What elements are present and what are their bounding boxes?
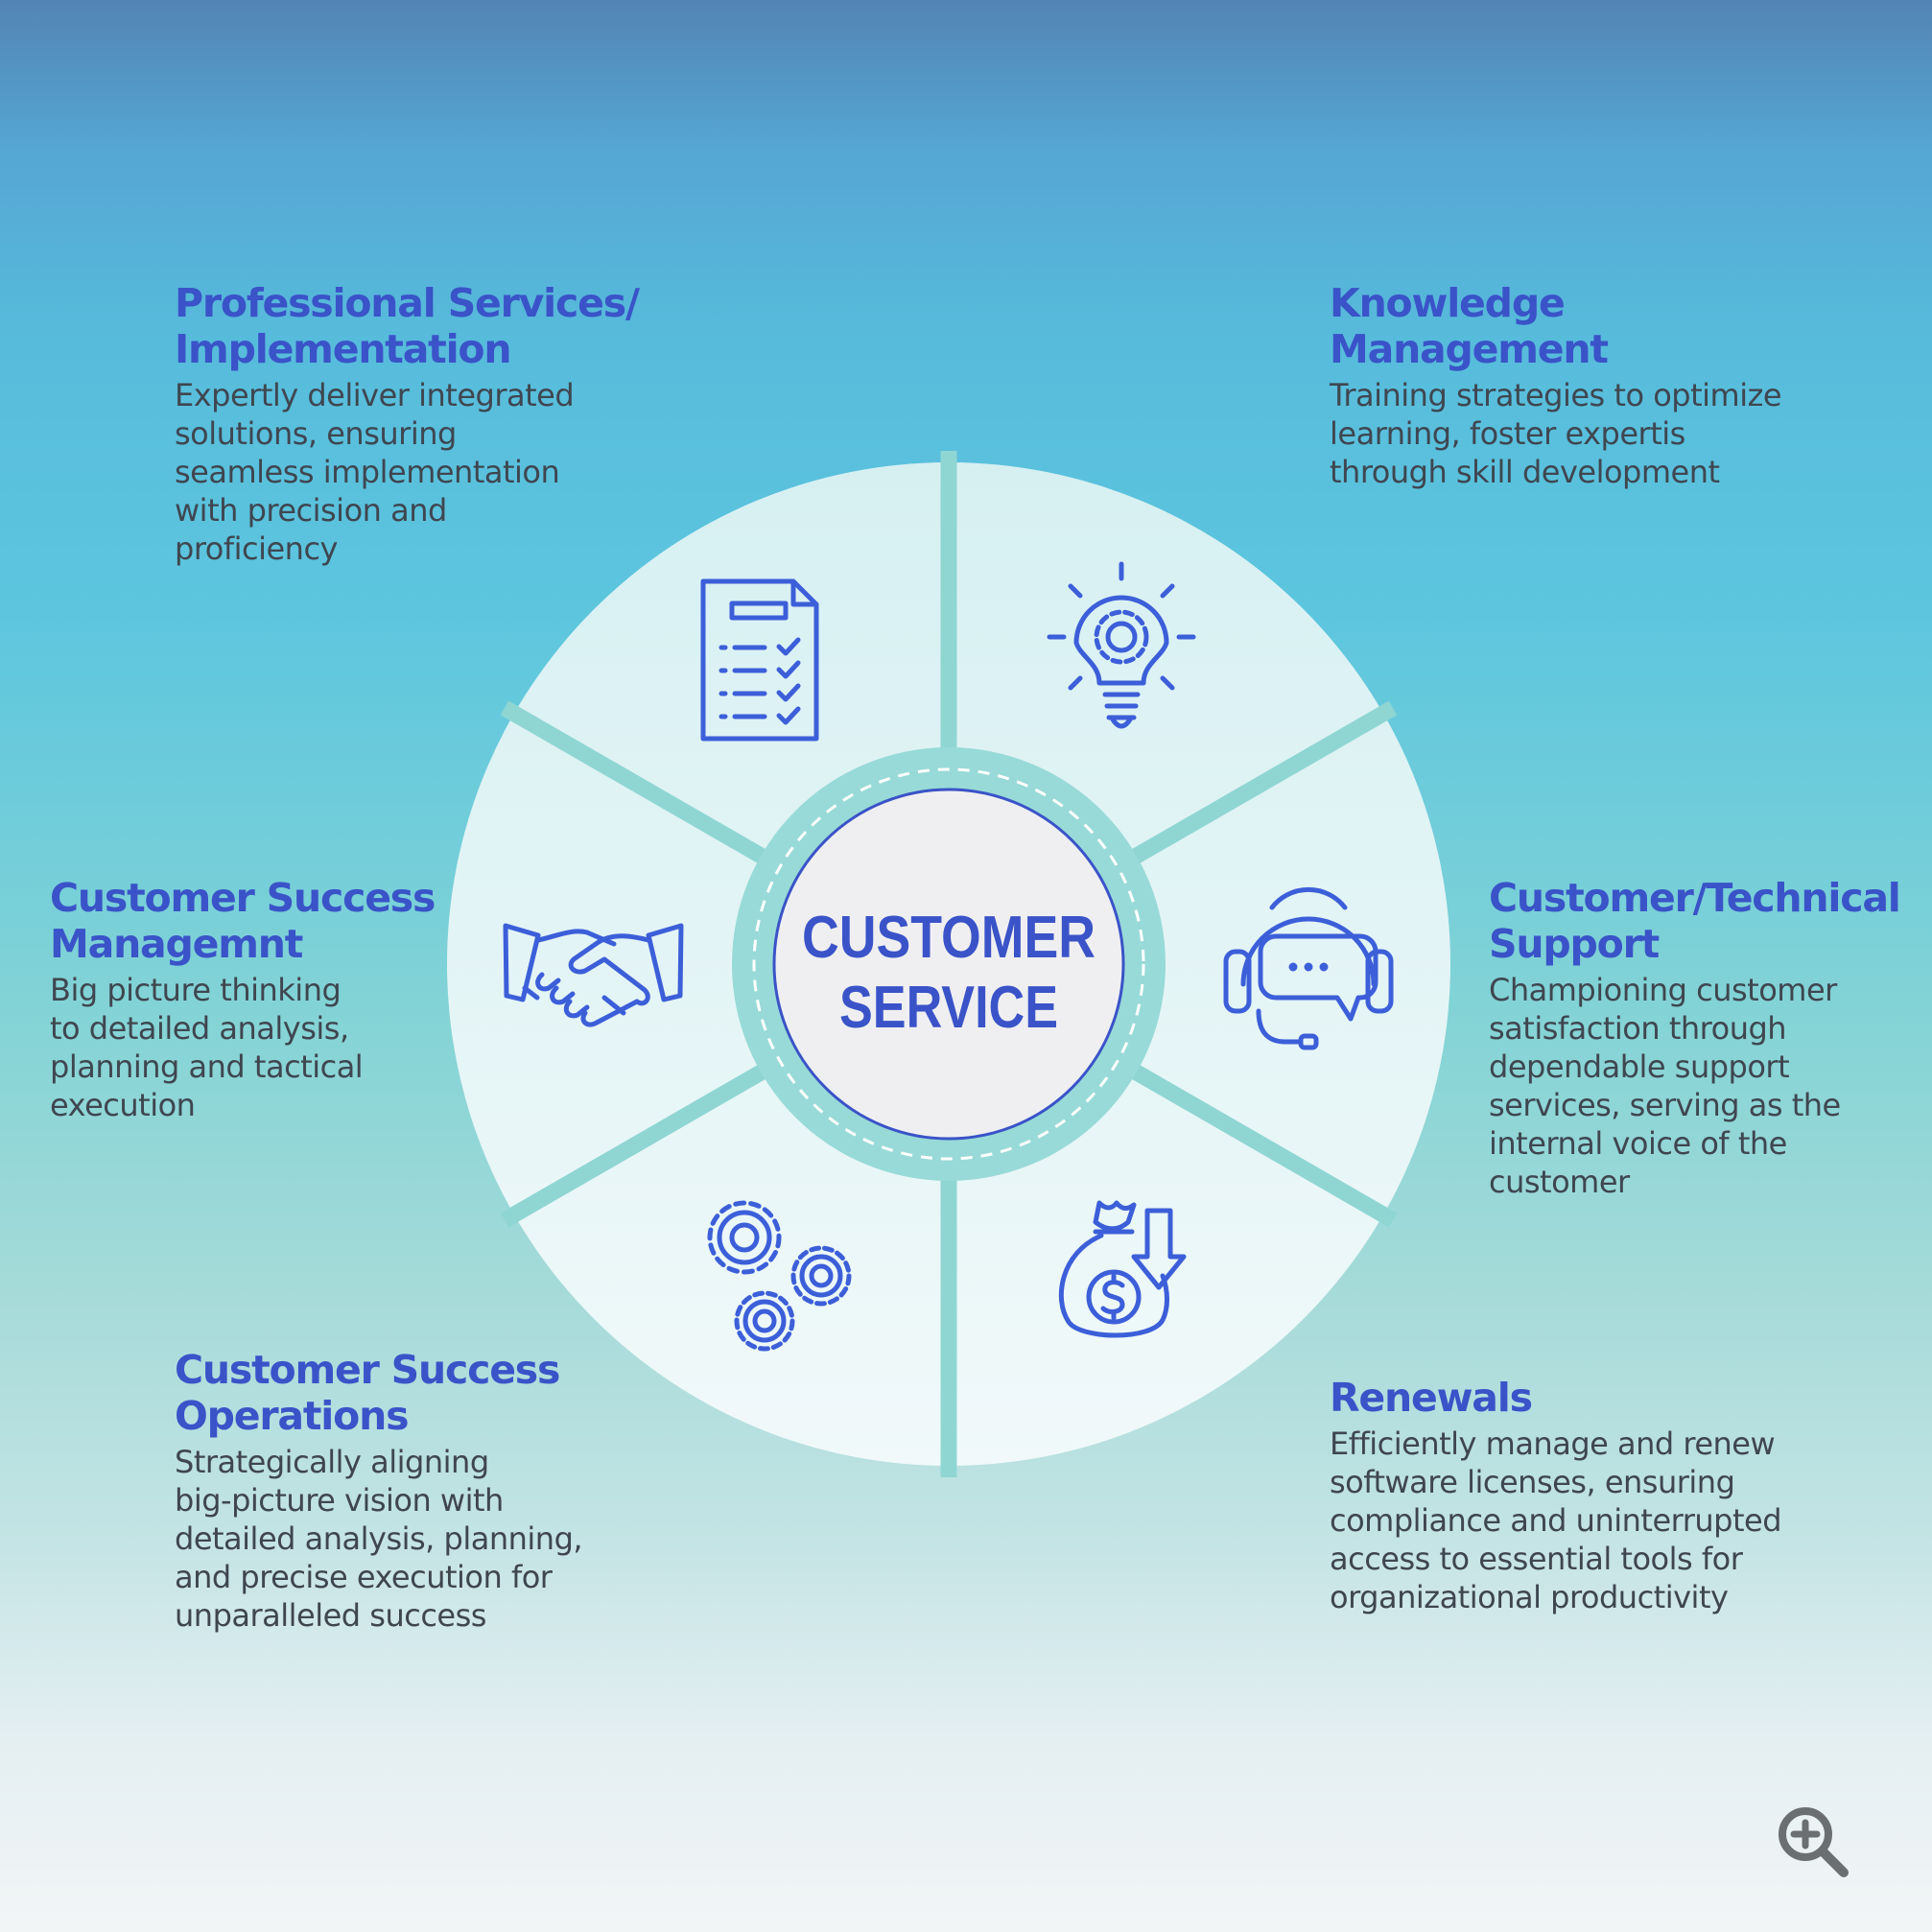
description-line: unparalleled success (175, 1597, 486, 1634)
segment-customer-success-management: Customer Success Managemnt Big picture t… (50, 875, 436, 1124)
title-line: Managemnt (50, 921, 303, 967)
segment-technical-support: Customer/Technical Support Championing c… (1489, 875, 1901, 1201)
segment-knowledge-management: Knowledge Management Training strategies… (1330, 280, 1782, 491)
title-line: Customer Success (50, 875, 436, 921)
title-line: Knowledge (1330, 280, 1566, 326)
description-line: services, serving as the (1489, 1087, 1841, 1123)
title-line: Operations (175, 1393, 410, 1439)
zoom-in-button[interactable] (1773, 1802, 1853, 1882)
description-line: organizational productivity (1330, 1579, 1729, 1615)
description-line: through skill development (1330, 454, 1720, 490)
description-line: execution (50, 1087, 196, 1123)
title-line: Customer/Technical (1489, 875, 1901, 921)
description-line: with precision and (175, 492, 447, 529)
description-line: customer (1489, 1164, 1630, 1200)
description-line: Training strategies to optimize (1330, 377, 1782, 413)
description-line: software licenses, ensuring (1330, 1464, 1735, 1500)
description-line: Big picture thinking (50, 972, 342, 1008)
segment-description: Strategically aligning big-picture visio… (175, 1443, 583, 1635)
title-line: Professional Services/ (175, 280, 640, 326)
description-line: detailed analysis, planning, (175, 1520, 583, 1557)
title-line: Support (1489, 921, 1660, 967)
description-line: seamless implementation (175, 454, 560, 490)
checklist-document-icon (700, 578, 819, 742)
segment-description: Championing customer satisfaction throug… (1489, 971, 1900, 1201)
description-line: planning and tactical (50, 1048, 364, 1085)
description-line: Championing customer (1489, 972, 1837, 1008)
description-line: proficiency (175, 530, 338, 567)
center-dashed-ring (752, 767, 1145, 1161)
title-line: Management (1330, 326, 1609, 372)
description-line: Strategically aligning (175, 1444, 489, 1480)
zoom-in-icon (1779, 1807, 1849, 1877)
segment-title: Professional Services/ Implementation (175, 280, 640, 372)
description-line: access to essential tools for (1330, 1541, 1743, 1577)
center-title-line2: SERVICE (839, 975, 1058, 1041)
segment-title: Customer Success Managemnt (50, 875, 436, 967)
description-line: big-picture vision with (175, 1482, 504, 1519)
segment-title: Knowledge Management (1330, 280, 1781, 372)
handshake-icon (503, 923, 684, 1027)
gears-icon (707, 1200, 852, 1352)
segment-description: Expertly deliver integrated solutions, e… (175, 376, 639, 568)
description-line: dependable support (1489, 1048, 1790, 1085)
description-line: to detailed analysis, (50, 1010, 349, 1047)
segment-title: Customer Success Operations (175, 1347, 582, 1439)
segment-description: Training strategies to optimize learning… (1330, 376, 1782, 491)
segment-description: Big picture thinking to detailed analysi… (50, 971, 435, 1124)
description-line: solutions, ensuring (175, 415, 457, 452)
description-line: satisfaction through (1489, 1010, 1787, 1047)
title-line: Renewals (1330, 1375, 1533, 1421)
lightbulb-gear-icon (1047, 561, 1196, 729)
segment-title: Customer/Technical Support (1489, 875, 1901, 967)
segment-renewals: Renewals Efficiently manage and renew so… (1330, 1375, 1782, 1616)
description-line: learning, foster expertis (1330, 415, 1685, 452)
segment-dividers (500, 451, 1398, 1477)
description-line: internal voice of the (1489, 1125, 1787, 1162)
title-line: Customer Success (175, 1347, 560, 1393)
description-line: Efficiently manage and renew (1330, 1425, 1776, 1462)
segment-description: Efficiently manage and renew software li… (1330, 1425, 1782, 1616)
segment-title: Renewals (1330, 1375, 1781, 1421)
description-line: and precise execution for (175, 1559, 553, 1595)
description-line: compliance and uninterrupted (1330, 1502, 1782, 1539)
title-line: Implementation (175, 326, 512, 372)
money-bag-down-arrow-icon (1058, 1200, 1187, 1338)
description-line: Expertly deliver integrated (175, 377, 575, 413)
segment-professional-services: Professional Services/ Implementation Ex… (175, 280, 640, 568)
headset-chat-icon (1223, 886, 1394, 1050)
segment-customer-success-operations: Customer Success Operations Strategicall… (175, 1347, 583, 1635)
center-title-line1: CUSTOMER (802, 905, 1096, 971)
center-hub (772, 788, 1125, 1141)
